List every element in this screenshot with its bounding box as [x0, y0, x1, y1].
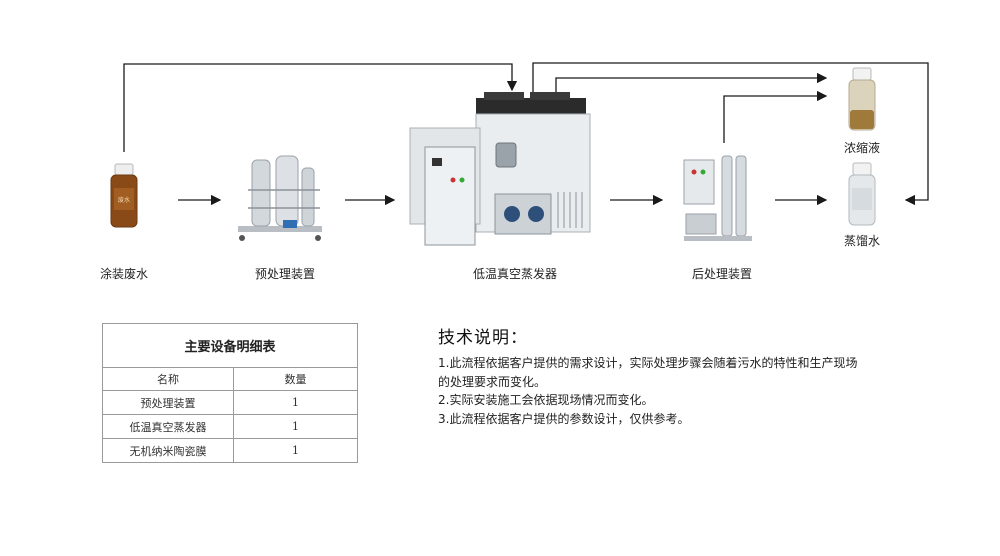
notes-line: 2.实际安装施工会依据现场情况而变化。	[438, 393, 654, 407]
arrow-evaporator-to-concentrate	[555, 72, 828, 96]
evaporator-label: 低温真空蒸发器	[472, 267, 558, 281]
row-quantity: 1	[233, 414, 358, 439]
arrow-evaporator-to-distillate	[532, 62, 929, 206]
table-title: 主要设备明细表	[102, 323, 358, 368]
equipment-table: 主要设备明细表 名称 数量 预处理装置 1 低温真空蒸发器 1 无机纳米陶瓷膜 …	[102, 323, 358, 463]
row-quantity: 1	[233, 438, 358, 463]
header-quantity: 数量	[233, 367, 358, 391]
vacuum-evaporator-icon	[409, 92, 591, 246]
arrow-posttreat-to-concentrate	[723, 90, 828, 143]
table-row: 预处理装置 1	[102, 390, 358, 415]
pretreatment-skid-icon	[238, 155, 322, 241]
wastewater-bottle-icon: 废水	[110, 163, 138, 228]
posttreatment-skid-icon	[683, 155, 752, 241]
table-row: 无机纳米陶瓷膜 1	[102, 438, 358, 463]
pretreatment-label: 预处理装置	[254, 267, 316, 281]
header-name: 名称	[102, 367, 234, 391]
notes-line: 3.此流程依据客户提供的参数设计，仅供参考。	[438, 411, 690, 426]
row-name: 低温真空蒸发器	[102, 414, 234, 439]
notes-title: 技术说明：	[438, 328, 528, 348]
row-name: 预处理装置	[102, 390, 234, 415]
posttreatment-label: 后处理装置	[691, 267, 753, 281]
notes-line: 的处理要求而变化。	[438, 374, 547, 389]
distillate-label: 蒸馏水	[843, 234, 881, 248]
svg-text:废水: 废水	[118, 196, 130, 204]
table-row: 低温真空蒸发器 1	[102, 414, 358, 439]
row-name: 无机纳米陶瓷膜	[102, 438, 234, 463]
technical-notes: 技术说明： 1.此流程依据客户提供的需求设计，实际处理步骤会随着污水的特性和生产…	[438, 323, 958, 428]
row-quantity: 1	[233, 390, 358, 415]
concentrate-label: 浓缩液	[843, 141, 881, 155]
arrow-feed-to-evaporator	[123, 63, 518, 152]
notes-line: 1.此流程依据客户提供的需求设计，实际处理步骤会随着污水的特性和生产现场	[438, 356, 858, 370]
wastewater-label: 涂装废水	[99, 267, 149, 281]
concentrate-bottle-icon	[848, 67, 876, 131]
distillate-bottle-icon	[848, 162, 876, 226]
